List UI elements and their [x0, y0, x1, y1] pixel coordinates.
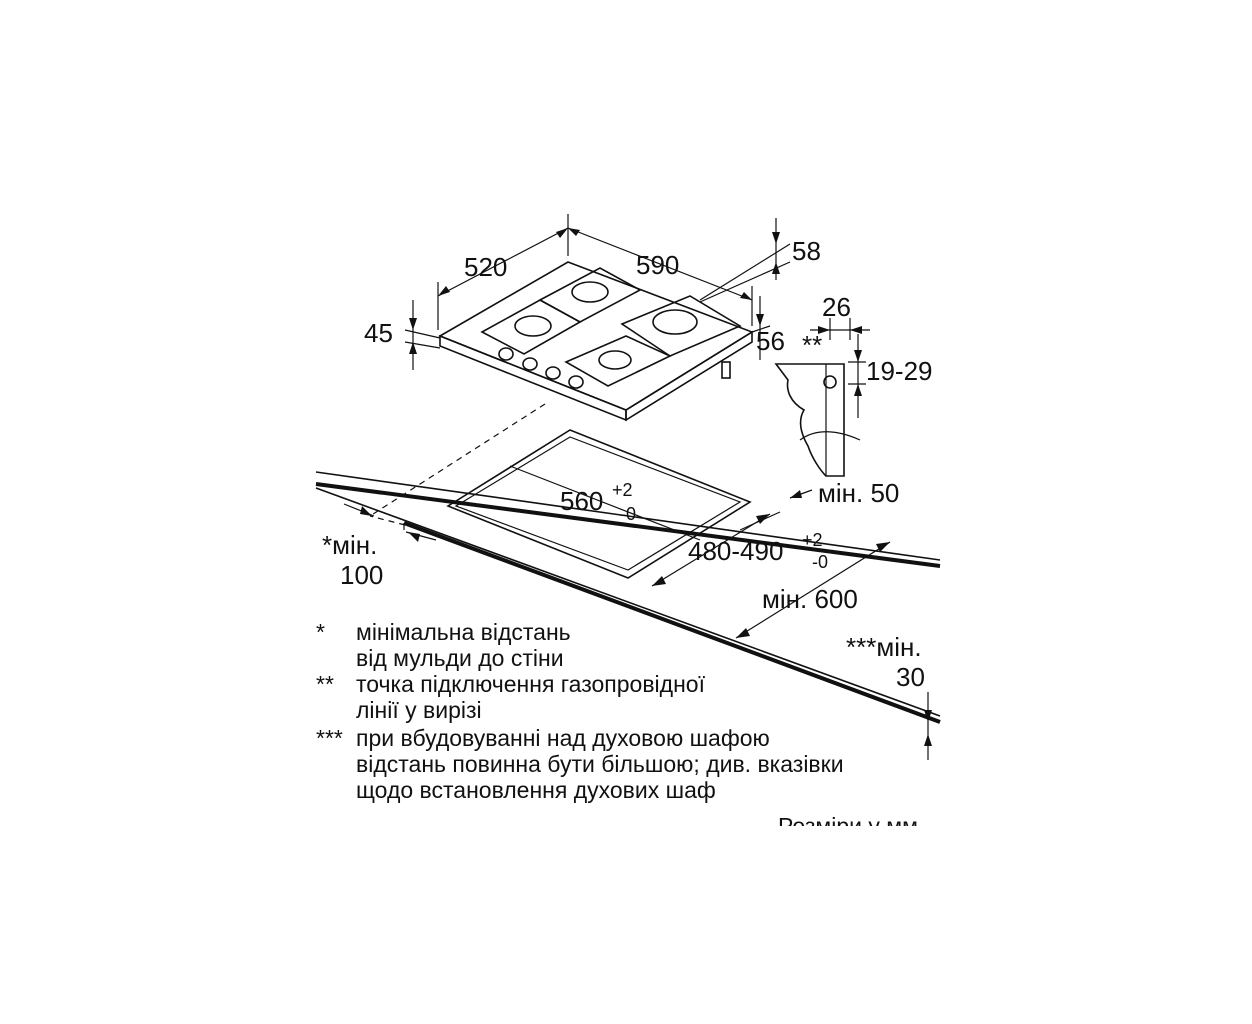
burner-front-left	[480, 299, 582, 355]
rear-min-label: мін. 50	[818, 478, 899, 508]
cutout-depth-tol-minus: -0	[812, 552, 828, 572]
dimension-labels: 520 590 45 58 56 26 ** 19-29 мін. 50 560…	[322, 236, 933, 692]
side-min-label-2: 100	[340, 560, 383, 590]
width-label: 590	[636, 250, 679, 280]
cutout-width-label: 560	[560, 486, 603, 516]
projection-line	[369, 515, 406, 526]
burner-front-right	[564, 335, 672, 387]
side-min-label-1: *мін.	[322, 530, 377, 560]
note-2-marker: **	[316, 671, 334, 697]
rear-offset-label: 58	[792, 236, 821, 266]
gas-point-marker: **	[802, 330, 822, 360]
note-3-line-3: щодо встановлення духових шаф	[356, 777, 716, 803]
gas-offset-label: 26	[822, 292, 851, 322]
gas-connection-detail	[774, 363, 861, 477]
burner-rear-right	[620, 295, 742, 357]
cutout-depth-tol-plus: +2	[802, 530, 823, 550]
worktop-thickness-label-1: ***мін.	[846, 632, 922, 662]
cutout	[446, 429, 752, 579]
gas-height-label: 19-29	[866, 356, 933, 386]
note-1-line-1: мінімальна відстань	[356, 619, 571, 645]
note-1-line-2: від мульди до стіни	[356, 645, 564, 671]
note-2-line-2: лінії у вирізі	[356, 697, 482, 723]
cutout-width-tol-plus: +2	[612, 480, 633, 500]
note-1-marker: *	[316, 619, 325, 645]
units-caption: Розміри у мм	[778, 813, 918, 839]
control-knobs	[498, 347, 584, 389]
note-3-marker: ***	[316, 725, 343, 751]
footnotes: * мінімальна відстань від мульди до стін…	[316, 619, 844, 803]
front-offset-label: 56	[756, 326, 785, 356]
depth-label: 520	[464, 252, 507, 282]
note-2-line-1: точка підключення газопровідної	[356, 671, 706, 697]
cutout-width-tol-minus: -0	[620, 504, 636, 524]
worktop-thickness-label-2: 30	[896, 662, 925, 692]
burner-rear-left	[538, 267, 642, 323]
dimension-lines	[343, 214, 932, 760]
height-label: 45	[364, 318, 393, 348]
note-3-line-2: відстань повинна бути більшою; див. вказ…	[356, 751, 844, 777]
worktop	[315, 471, 941, 724]
cutout-depth-label: 480-490	[688, 536, 783, 566]
note-3-line-1: при вбудовуванні над духовою шафою	[356, 725, 770, 751]
hob	[438, 261, 754, 422]
projection-line	[369, 403, 546, 517]
worktop-min-depth-label: мін. 600	[762, 584, 858, 614]
gas-connector	[721, 361, 731, 379]
